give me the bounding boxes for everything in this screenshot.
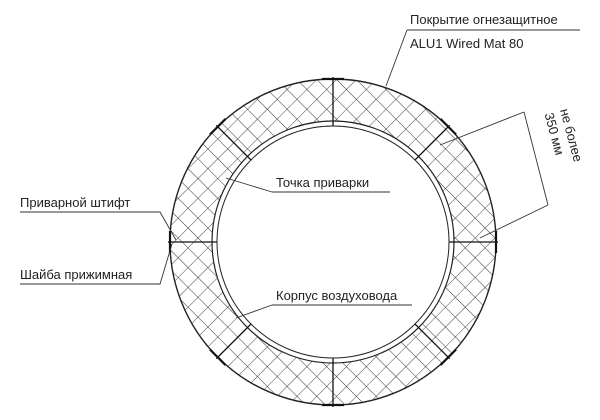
washer-label: Шайба прижимная [20, 267, 132, 282]
coating-material-label: ALU1 Wired Mat 80 [410, 36, 523, 51]
weld-pin [414, 323, 451, 360]
weld-point-label: Точка приварки [276, 175, 369, 190]
dimension-lines [439, 111, 549, 239]
duct-body-label: Корпус воздуховода [276, 288, 398, 303]
pressure-washer [439, 118, 457, 136]
pin-leader [20, 211, 177, 241]
weld-pin-label: Приварной штифт [20, 195, 130, 210]
weld-point-leader [225, 177, 390, 193]
weld-pin [414, 124, 451, 161]
washer-leader [20, 243, 173, 285]
weld-pin [215, 323, 252, 360]
duct-leader [235, 304, 412, 319]
pressure-washer [209, 348, 227, 366]
pressure-washer [209, 118, 227, 136]
weld-pin [215, 124, 252, 161]
coating-leader [385, 29, 580, 87]
coating-label: Покрытие огнезащитное [410, 12, 558, 27]
pressure-washer [439, 348, 457, 366]
